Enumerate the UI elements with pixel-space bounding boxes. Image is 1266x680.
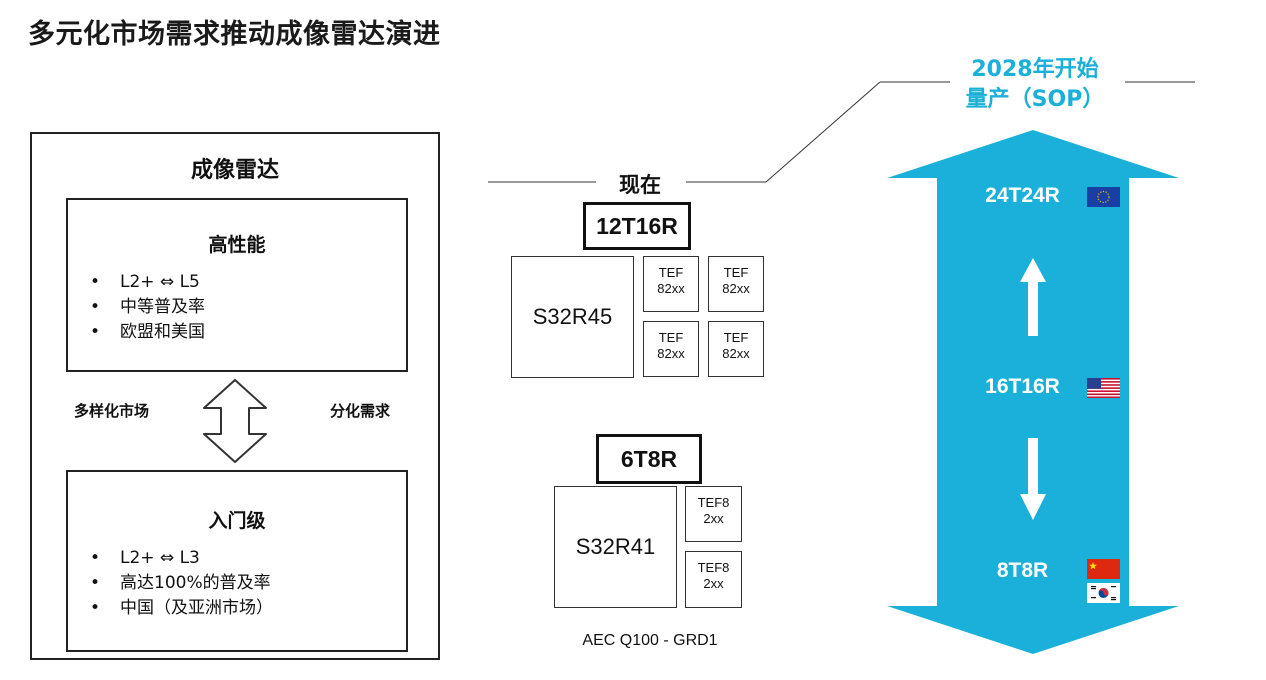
transceiver-chip: TEF8 2xx <box>685 551 742 608</box>
chip-line2: 82xx <box>657 281 685 296</box>
bullet-item: 中国（及亚洲市场） <box>90 596 273 621</box>
transceiver-chip: TEF 82xx <box>643 256 699 312</box>
chip-line2: 82xx <box>722 346 750 361</box>
bullet-item: 高达100%的普及率 <box>90 571 273 596</box>
qualification-footnote: AEC Q100 - GRD1 <box>582 632 718 649</box>
chip-line1: TEF8 <box>697 495 730 510</box>
high-performance-title: 高性能 <box>208 234 266 256</box>
config-badge-6t8r: 6T8R <box>596 434 702 484</box>
chip-line1: TEF8 <box>697 560 730 575</box>
processor-chip-s32r41: S32R41 <box>554 486 677 608</box>
differentiated-demand-label: 分化需求 <box>330 402 391 420</box>
chip-line1: TEF <box>658 265 684 280</box>
sop-label: 2028年开始 量产（SOP） <box>935 55 1135 115</box>
transceiver-chip: TEF8 2xx <box>685 486 742 542</box>
config-badge-12t16r: 12T16R <box>583 202 691 250</box>
high-performance-box: 高性能 L2+ ⇔ L5 中等普及率 欧盟和美国 <box>66 198 408 372</box>
bullet-item: 中等普及率 <box>90 295 205 320</box>
down-arrow-icon <box>1020 438 1046 520</box>
tier-16t16r: 16T16R <box>985 375 1060 398</box>
page-title: 多元化市场需求推动成像雷达演进 <box>28 19 441 50</box>
transceiver-chip: TEF 82xx <box>708 321 764 377</box>
bullet-item: L2+ ⇔ L5 <box>90 270 205 295</box>
tier-24t24r: 24T24R <box>985 184 1060 207</box>
bullet-item: 欧盟和美国 <box>90 320 205 345</box>
sop-line1: 2028年开始 <box>971 57 1099 82</box>
chip-line1: TEF <box>723 265 749 280</box>
entry-level-title: 入门级 <box>208 510 266 532</box>
now-label: 现在 <box>619 173 661 197</box>
chip-line1: TEF <box>723 330 749 345</box>
entry-level-bullets: L2+ ⇔ L3 高达100%的普及率 中国（及亚洲市场） <box>90 546 273 621</box>
up-arrow-icon <box>1020 258 1046 336</box>
eu-flag-icon <box>1087 187 1120 207</box>
double-arrow-icon <box>203 379 267 463</box>
entry-level-box: 入门级 L2+ ⇔ L3 高达100%的普及率 中国（及亚洲市场） <box>66 470 408 652</box>
panel-title: 成像雷达 <box>190 158 279 183</box>
cn-flag-icon <box>1087 559 1120 579</box>
imaging-radar-panel: 成像雷达 高性能 L2+ ⇔ L5 中等普及率 欧盟和美国 多样化市场 分化需求… <box>30 132 440 660</box>
chip-line2: 2xx <box>703 511 724 526</box>
chip-line1: TEF <box>658 330 684 345</box>
us-flag-icon <box>1087 378 1120 398</box>
tier-8t8r: 8T8R <box>996 559 1049 582</box>
diversified-market-label: 多样化市场 <box>74 402 150 420</box>
high-performance-bullets: L2+ ⇔ L5 中等普及率 欧盟和美国 <box>90 270 205 345</box>
transceiver-chip: TEF 82xx <box>643 321 699 377</box>
sop-line2: 量产（SOP） <box>965 87 1105 112</box>
chip-line2: 82xx <box>657 346 685 361</box>
chip-line2: 2xx <box>703 576 724 591</box>
processor-chip-s32r45: S32R45 <box>511 256 634 378</box>
bullet-item: L2+ ⇔ L3 <box>90 546 273 571</box>
transceiver-chip: TEF 82xx <box>708 256 764 312</box>
chip-line2: 82xx <box>722 281 750 296</box>
kr-flag-icon <box>1087 583 1120 603</box>
roadmap-double-arrow <box>887 130 1179 654</box>
